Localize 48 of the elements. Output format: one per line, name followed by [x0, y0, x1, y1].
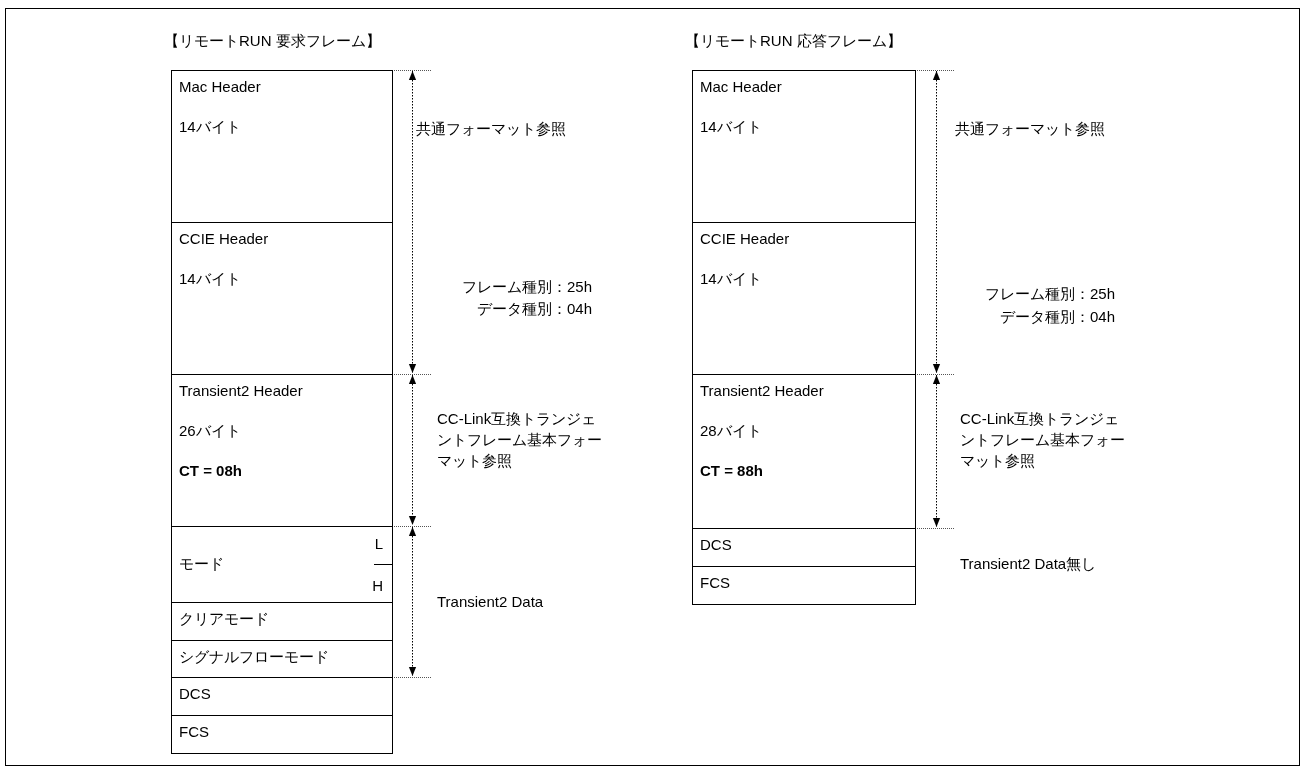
- annotation: Transient2 Data無し: [960, 554, 1097, 574]
- annotation: 共通フォーマット参照: [955, 119, 1105, 139]
- frame-field: [692, 374, 916, 529]
- byte-size: 14バイト: [700, 117, 762, 137]
- frame-title: 【リモートRUN 要求フレーム】: [164, 31, 381, 51]
- byte-size: 26バイト: [179, 421, 241, 441]
- byte-size: 28バイト: [700, 421, 762, 441]
- field-name: シグナルフローモード: [179, 647, 329, 667]
- field-name: FCS: [179, 722, 209, 742]
- annotation: フレーム種別：25h: [984, 284, 1115, 304]
- field-name: Mac Header: [179, 77, 261, 97]
- frame-field: [171, 640, 393, 678]
- byte-size: 14バイト: [179, 269, 241, 289]
- frame-title: 【リモートRUN 応答フレーム】: [685, 31, 902, 51]
- field-name: DCS: [179, 684, 211, 704]
- frame-field: [171, 70, 393, 223]
- annotation: CC-Link互換トランジェントフレーム基本フォーマット参照: [960, 409, 1126, 471]
- field-name: Mac Header: [700, 77, 782, 97]
- frame-field: [692, 70, 916, 223]
- field-name: CCIE Header: [179, 229, 269, 249]
- field-name: CCIE Header: [700, 229, 790, 249]
- field-name: DCS: [700, 535, 732, 555]
- annotation: 共通フォーマット参照: [416, 119, 566, 139]
- frame-field: [692, 528, 916, 567]
- control-type: CT = 88h: [700, 461, 763, 481]
- byte-order-mark: H: [372, 576, 383, 596]
- annotation: CC-Link互換トランジェントフレーム基本フォーマット参照: [437, 409, 603, 471]
- frame-field: [171, 602, 393, 641]
- frame-field: [692, 566, 916, 605]
- byte-order-mark: L: [374, 534, 383, 554]
- frame-field: [171, 526, 393, 603]
- field-name: クリアモード: [179, 609, 269, 629]
- field-name: FCS: [700, 573, 730, 593]
- frame-field: [171, 677, 393, 716]
- annotation: Transient2 Data: [437, 592, 544, 612]
- control-type: CT = 08h: [179, 461, 242, 481]
- frame-field: [692, 222, 916, 375]
- field-name: Transient2 Header: [700, 381, 824, 401]
- byte-size: 14バイト: [179, 117, 241, 137]
- frame-field: [171, 715, 393, 754]
- annotation: データ種別：04h: [476, 299, 592, 319]
- annotation: フレーム種別：25h: [461, 277, 592, 297]
- field-name: モード: [179, 554, 224, 574]
- frame-field: [171, 222, 393, 375]
- field-name: Transient2 Header: [179, 381, 303, 401]
- annotation: データ種別：04h: [999, 307, 1115, 327]
- byte-size: 14バイト: [700, 269, 762, 289]
- frame-field: [171, 374, 393, 527]
